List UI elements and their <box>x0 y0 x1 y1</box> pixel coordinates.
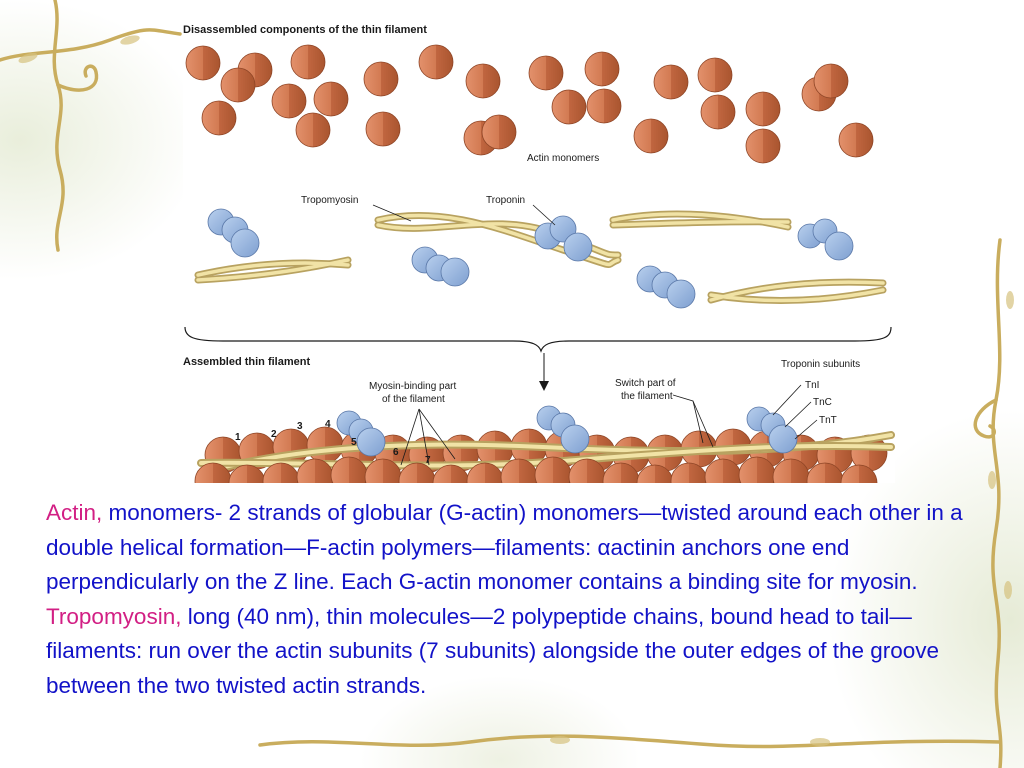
svg-text:2: 2 <box>271 429 277 440</box>
label-myosin-binding-1: Myosin-binding part <box>369 381 456 392</box>
label-tnc: TnC <box>813 397 832 408</box>
label-troponin: Troponin <box>486 195 525 206</box>
text-actin: monomers- 2 strands of globular (G-actin… <box>46 500 963 594</box>
caption-paragraph-tropomyosin: Tropomyosin, long (40 nm), thin molecule… <box>46 600 986 704</box>
svg-text:1: 1 <box>235 432 241 443</box>
vine-bottom <box>258 734 1002 749</box>
label-switch-2: the filament <box>621 391 673 402</box>
text-tropomyosin: long (40 nm), thin molecules—2 polypepti… <box>46 603 940 698</box>
vine-right <box>991 238 1003 768</box>
leader-lines-bottom <box>400 384 818 466</box>
label-myosin-binding-2: of the filament <box>382 394 445 405</box>
label-tni: TnI <box>805 380 819 391</box>
thin-filament-diagram: Disassembled components of the thin fila… <box>183 15 895 483</box>
svg-text:7: 7 <box>425 455 431 466</box>
troponin-complexes <box>207 208 854 309</box>
label-actin-monomers: Actin monomers <box>527 153 599 164</box>
leader-lines-top <box>372 204 556 226</box>
svg-text:4: 4 <box>325 419 331 430</box>
filament-troponin <box>336 405 798 457</box>
vine-right-curl <box>973 398 998 439</box>
assembly-arrow <box>539 353 549 391</box>
actin-monomers <box>185 44 874 164</box>
label-tropomyosin: Tropomyosin <box>301 195 358 206</box>
figure-title-disassembled: Disassembled components of the thin fila… <box>183 24 427 36</box>
term-tropomyosin: Tropomyosin, <box>46 603 182 629</box>
assembly-bracket <box>184 326 892 353</box>
term-actin: Actin, <box>46 500 103 525</box>
svg-text:6: 6 <box>393 447 399 458</box>
monomer-numbers: 1 2 3 4 5 6 7 <box>235 419 431 466</box>
svg-text:3: 3 <box>297 421 303 432</box>
caption-paragraph-actin: Actin, monomers- 2 strands of globular (… <box>46 496 986 600</box>
label-troponin-subunits: Troponin subunits <box>781 359 860 370</box>
label-tnt: TnT <box>819 415 837 426</box>
svg-text:5: 5 <box>351 437 357 448</box>
vine-left-curl <box>56 64 99 92</box>
label-switch-1: Switch part of <box>615 378 676 389</box>
figure-title-assembled: Assembled thin filament <box>183 356 310 368</box>
filament-actin-front <box>194 456 878 483</box>
caption-text: Actin, monomers- 2 strands of globular (… <box>46 496 986 703</box>
vine-left <box>52 0 65 252</box>
